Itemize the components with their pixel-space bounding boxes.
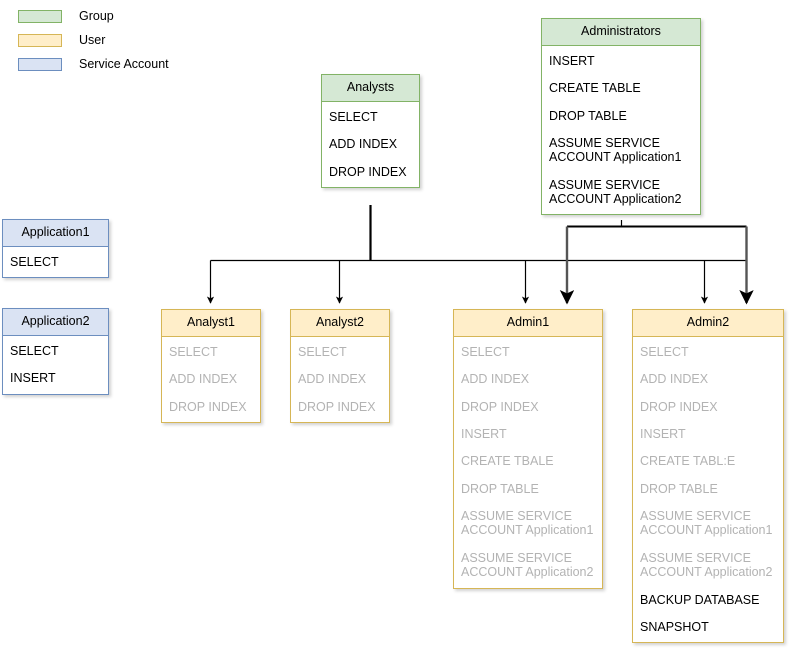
legend-label-user: User (79, 33, 106, 47)
node-application2-permissions: SELECT INSERT (3, 336, 108, 394)
node-admin1-permissions: SELECT ADD INDEX DROP INDEX INSERT CREATE TB… (454, 337, 602, 588)
permission-inherited: INSERT (640, 426, 686, 441)
node-admin1[interactable]: Admin1 SELECT ADD INDEX DROP INDEX INSERT CR… (453, 309, 603, 589)
permission-inherited: SELECT (169, 344, 218, 359)
node-admin2-title: Admin2 (633, 310, 783, 337)
permission-direct: INSERT (10, 371, 56, 386)
legend-label-service-account: Service Account (79, 57, 169, 71)
permission-inherited: DROP INDEX (461, 399, 539, 414)
permission-inherited: ASSUME SERVICE ACCOUNT Application2 (640, 550, 773, 580)
permission-inherited: SELECT (298, 344, 347, 359)
node-application1-permissions: SELECT (3, 247, 108, 277)
permission-inherited: CREATE TABL:E (640, 454, 736, 469)
legend: Group User Service Account (18, 6, 208, 78)
permission-inherited: ASSUME SERVICE ACCOUNT Application2 (461, 550, 594, 580)
node-analyst2[interactable]: Analyst2 SELECT ADD INDEX DROP INDEX (290, 309, 390, 423)
node-administrators[interactable]: Administrators INSERT CREATE TABLE DROP TA… (541, 18, 701, 216)
node-analyst2-permissions: SELECT ADD INDEX DROP INDEX (291, 337, 389, 422)
permission-inherited: DROP TABLE (461, 481, 539, 496)
node-analysts-permissions: SELECT ADD INDEX DROP INDEX (322, 102, 419, 187)
legend-item-service-account: Service Account (18, 54, 208, 74)
node-analysts-title: Analysts (322, 75, 419, 102)
node-admin1-title: Admin1 (454, 310, 602, 337)
node-analysts[interactable]: Analysts SELECT ADD INDEX DROP INDEX (321, 74, 420, 188)
node-application2-title: Application2 (3, 309, 108, 336)
node-analyst2-title: Analyst2 (291, 310, 389, 337)
node-admin2-permissions: SELECT ADD INDEX DROP INDEX INSERT CREATE TA… (633, 337, 783, 643)
permission-direct: DROP INDEX (329, 164, 407, 179)
permission-inherited: ADD INDEX (298, 372, 367, 387)
permission-direct: SELECT (329, 109, 378, 124)
service-account-swatch-icon (18, 57, 62, 71)
permission-inherited: ASSUME SERVICE ACCOUNT Application1 (461, 509, 594, 538)
group-swatch-icon (18, 9, 62, 23)
node-application1[interactable]: Application1 SELECT (2, 219, 109, 279)
permission-inherited: DROP INDEX (169, 399, 247, 414)
legend-item-user: User (18, 30, 208, 50)
permission-inherited: ADD INDEX (640, 372, 709, 387)
permission-inherited: DROP INDEX (298, 399, 376, 414)
permission-inherited: INSERT (461, 426, 507, 441)
permission-inherited: DROP INDEX (640, 399, 718, 414)
permission-inherited: ADD INDEX (169, 372, 238, 387)
permission-direct: ASSUME SERVICE ACCOUNT Application1 (549, 135, 682, 165)
node-analyst1[interactable]: Analyst1 SELECT ADD INDEX DROP INDEX (161, 309, 261, 423)
permission-inherited: ASSUME SERVICE ACCOUNT Application1 (640, 509, 773, 538)
permission-direct: ASSUME SERVICE ACCOUNT Application2 (549, 177, 682, 206)
permission-direct: CREATE TABLE (549, 81, 641, 96)
permission-inherited: DROP TABLE (640, 481, 718, 496)
permission-direct: DROP TABLE (549, 108, 627, 123)
permission-inherited: CREATE TBALE (461, 454, 554, 469)
node-admin2[interactable]: Admin2 SELECT ADD INDEX DROP INDEX INSERT CR… (632, 309, 784, 644)
node-analyst1-permissions: SELECT ADD INDEX DROP INDEX (162, 337, 260, 422)
legend-item-group: Group (18, 6, 208, 26)
legend-label-group: Group (79, 9, 114, 23)
permission-direct: ADD INDEX (329, 137, 398, 152)
permission-direct: SNAPSHOT (640, 619, 709, 634)
edge-administrators-bus (567, 220, 747, 228)
permission-direct: SELECT (10, 254, 59, 269)
node-application2[interactable]: Application2 SELECT INSERT (2, 308, 109, 395)
permission-inherited: SELECT (461, 344, 510, 359)
permission-direct: BACKUP DATABASE (640, 592, 760, 607)
permission-direct: INSERT (549, 53, 595, 68)
node-analyst1-title: Analyst1 (162, 310, 260, 337)
permission-direct: SELECT (10, 343, 59, 358)
node-application1-title: Application1 (3, 220, 108, 247)
permission-inherited: ADD INDEX (461, 372, 530, 387)
permission-inherited: SELECT (640, 344, 689, 359)
user-swatch-icon (18, 33, 62, 47)
node-administrators-title: Administrators (542, 19, 700, 46)
node-administrators-permissions: INSERT CREATE TABLE DROP TABLE ASSUME SERVI… (542, 46, 700, 215)
